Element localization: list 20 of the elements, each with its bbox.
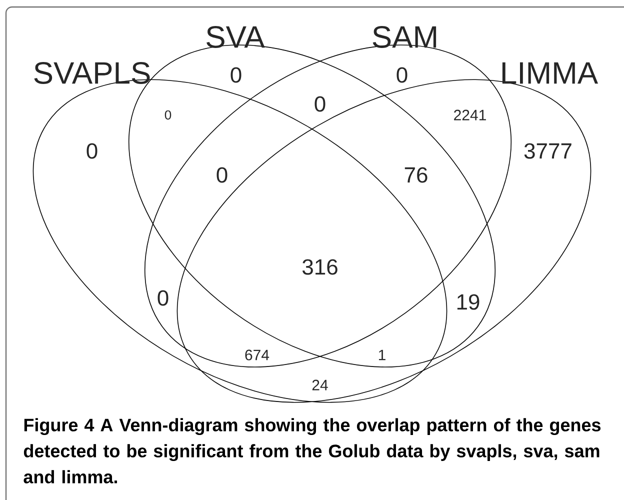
region-count: 0 xyxy=(314,96,326,112)
region-count: 19 xyxy=(457,294,480,310)
region-count: 0 xyxy=(230,67,242,83)
region-count: 2241 xyxy=(454,110,486,120)
region-count: 0 xyxy=(396,67,408,83)
set-label: SAM xyxy=(372,26,436,48)
region-count: 0 xyxy=(164,110,172,120)
region-count: 1 xyxy=(378,350,386,360)
region-count: 0 xyxy=(216,167,228,183)
region-count: 316 xyxy=(302,259,338,275)
set-label: LIMMA xyxy=(502,62,598,84)
region-count: 76 xyxy=(404,167,428,183)
region-count: 0 xyxy=(86,143,98,159)
region-count: 0 xyxy=(158,290,168,306)
figure-caption: Figure 4 A Venn-diagram showing the overlap pattern of the genes detected to be significant from the Golub data by svapls, sva, sam and limma. xyxy=(24,418,601,484)
set-label: SVAPLS xyxy=(34,62,150,84)
set-label: SVA xyxy=(206,26,265,48)
region-count: 3777 xyxy=(524,143,572,159)
region-count: 24 xyxy=(312,380,328,390)
region-count: 674 xyxy=(245,350,270,360)
